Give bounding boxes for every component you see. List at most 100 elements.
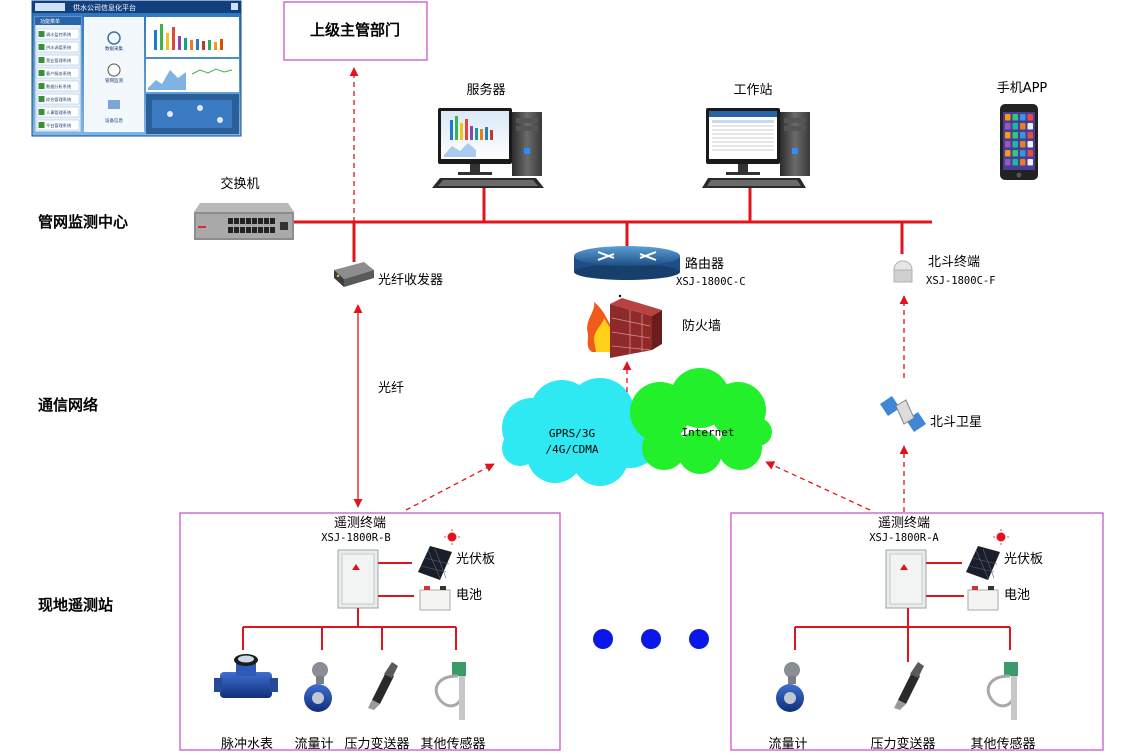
station-a-model: XSJ-1800R-A	[869, 532, 939, 544]
internet-label: Internet	[682, 426, 735, 439]
phone-app-tile	[1005, 150, 1011, 157]
phone-app-tile	[1027, 114, 1033, 121]
phone-app-tile	[1005, 123, 1011, 130]
station-b-sensor-3: 压力变送器	[344, 736, 409, 752]
phone-app-tile	[1020, 132, 1026, 139]
status-led-icon	[444, 529, 460, 545]
phone-app-tile	[1012, 123, 1018, 130]
station-a-to-cloud-link	[765, 461, 871, 511]
server-label: 服务器	[466, 82, 505, 98]
phone-app-tile	[1012, 141, 1018, 148]
station-b-sensor-4: 其他传感器	[420, 736, 485, 752]
phone-app-tile	[1005, 141, 1011, 148]
station-b-terminal: 遥测终端	[334, 515, 386, 531]
software-menu-item[interactable]: 平台管理系统	[46, 122, 71, 129]
satellite-icon	[880, 396, 926, 432]
beidou-antenna-icon	[893, 260, 913, 283]
software-menu-item[interactable]: 人事管理系统	[46, 109, 71, 116]
software-tile-label[interactable]: 数据采集	[105, 45, 123, 52]
station-b-frame	[179, 512, 561, 751]
station-b-solar-label: 光伏板	[456, 552, 495, 567]
station-a-sensor-3: 其他传感器	[970, 736, 1035, 752]
switch-port	[228, 218, 233, 224]
switch-port	[246, 218, 251, 224]
center-network-bus	[294, 188, 932, 262]
station-b-model: XSJ-1800R-B	[321, 532, 391, 544]
beidou-satellite-label: 北斗卫星	[930, 415, 982, 430]
router-icon	[574, 246, 680, 280]
upper-dept-label: 上级主管部门	[310, 21, 400, 39]
switch-port	[246, 227, 251, 233]
station-b-sensor-2: 流量计	[294, 737, 333, 752]
station-b-to-cloud-link	[405, 463, 495, 511]
battery-icon	[967, 586, 999, 611]
switch-port	[258, 227, 263, 233]
station-a-battery-label: 电池	[1004, 588, 1030, 603]
flow-meter-icon	[776, 662, 804, 712]
software-tile-label[interactable]: 管网监测	[105, 77, 123, 84]
server-computer-icon	[432, 108, 544, 188]
software-menu-item[interactable]: 数据分析系统	[46, 83, 71, 90]
phone-app-tile	[1027, 132, 1033, 139]
internet-cloud	[630, 368, 772, 474]
software-menu-item[interactable]: 综合管理系统	[46, 96, 71, 103]
router-label: 路由器	[685, 256, 724, 272]
station-a-solar-label: 光伏板	[1004, 552, 1043, 567]
software-window-icon: 供水公司信息化平台 功能菜单 调水监控系统供水调度系统营业管理系统客户服务系统数…	[31, 0, 242, 137]
phone-app-tile	[1020, 141, 1026, 148]
switch-port	[240, 218, 245, 224]
switch-port	[252, 227, 257, 233]
station-b: 遥测终端 XSJ-1800R-B 光伏板 电池	[179, 512, 561, 752]
status-led-icon	[993, 529, 1009, 545]
phone-app-tile	[1005, 132, 1011, 139]
switch-port	[258, 218, 263, 224]
pressure-transmitter-icon	[368, 662, 398, 710]
control-cabinet-icon	[337, 549, 379, 609]
switch-port	[264, 218, 269, 224]
software-menu-item[interactable]: 调水监控系统	[46, 31, 71, 38]
network-switch-icon	[194, 203, 294, 240]
phone-app-tile	[1012, 132, 1018, 139]
phone-app-tile	[1020, 114, 1026, 121]
router-model: XSJ-1800C-C	[676, 276, 746, 288]
phone-app-tile	[1027, 141, 1033, 148]
software-menu-item[interactable]: 供水调度系统	[46, 44, 71, 51]
beidou-terminal-label: 北斗终端	[928, 254, 980, 270]
station-a-terminal: 遥测终端	[878, 515, 930, 531]
software-window-title: 供水公司信息化平台	[73, 3, 136, 12]
flow-meter-icon	[304, 662, 332, 712]
station-a-sensor-1: 流量计	[768, 737, 807, 752]
gprs-label-1: GPRS/3G	[549, 427, 595, 440]
switch-port	[234, 227, 239, 233]
software-menu: 调水监控系统供水调度系统营业管理系统客户服务系统数据分析系统综合管理系统人事管理…	[36, 28, 80, 131]
fiber-label: 光纤	[378, 381, 404, 396]
gprs-label-2: /4G/CDMA	[546, 443, 599, 456]
station-b-battery-label: 电池	[456, 588, 482, 603]
switch-label: 交换机	[220, 176, 259, 192]
switch-port	[270, 218, 275, 224]
solar-panel-icon	[418, 546, 452, 580]
phone-app-tile	[1012, 114, 1018, 121]
water-meter-icon	[214, 654, 278, 698]
switch-port	[252, 218, 257, 224]
phone-app-tile	[1020, 150, 1026, 157]
fiber-transceiver-label: 光纤收发器	[378, 272, 443, 288]
phone-app-tile	[1027, 159, 1033, 166]
beidou-model: XSJ-1800C-F	[926, 275, 996, 287]
field-layer-label: 现地遥测站	[38, 596, 113, 614]
phone-app-tile	[1012, 150, 1018, 157]
software-menu-item[interactable]: 客户服务系统	[46, 70, 71, 77]
workstation-label: 工作站	[733, 83, 772, 98]
upper-dept-box: 上级主管部门	[283, 1, 428, 61]
phone-app-tile	[1005, 114, 1011, 121]
switch-port	[270, 227, 275, 233]
phone-app-tile	[1005, 159, 1011, 166]
center-layer-label: 管网监测中心	[38, 213, 128, 231]
switch-port	[264, 227, 269, 233]
software-menu-item[interactable]: 营业管理系统	[46, 57, 71, 64]
software-tile-label[interactable]: 设备信息	[105, 117, 123, 124]
switch-port	[240, 227, 245, 233]
fiber-transceiver-icon	[334, 262, 374, 287]
